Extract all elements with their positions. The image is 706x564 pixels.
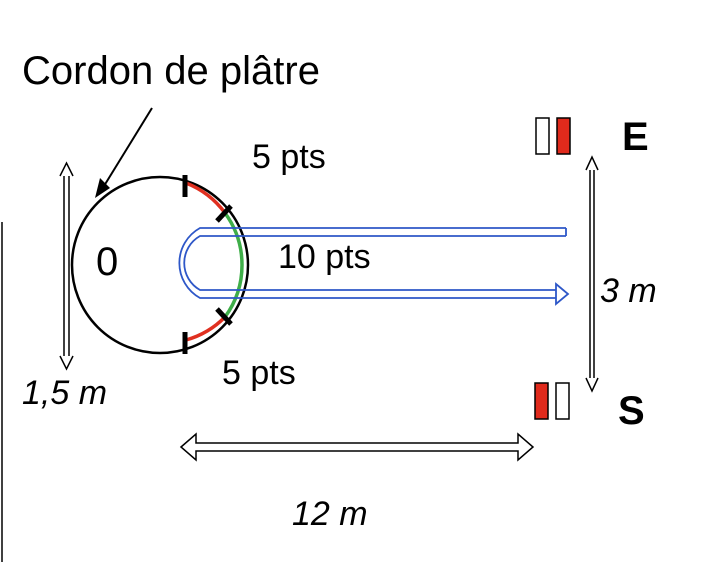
length-dimension-arrow: [179, 432, 535, 462]
pointer-arrowhead: [95, 178, 110, 198]
width-dimension-arrow: [585, 155, 599, 393]
pointer-line: [103, 107, 153, 187]
diameter-label: 1,5 m: [22, 374, 107, 412]
diameter-dimension-arrow: [59, 161, 74, 371]
target-circle: [70, 175, 250, 355]
entry-marker-red: [556, 117, 571, 155]
entry-marker-empty: [535, 117, 550, 155]
score-bottom-label: 5 pts: [222, 354, 296, 392]
entry-label: E: [622, 115, 649, 159]
length-label: 12 m: [292, 495, 368, 533]
entry-markers: [535, 117, 571, 155]
exit-marker-empty: [555, 382, 570, 420]
exit-marker-red: [534, 382, 549, 420]
score-top-label: 5 pts: [252, 138, 326, 176]
red-arc-top: [185, 181, 227, 215]
score-middle-label: 10 pts: [278, 238, 371, 276]
width-label: 3 m: [600, 272, 657, 310]
circle-zero-label: 0: [96, 240, 118, 284]
green-arc-middle: [223, 211, 244, 319]
title-label: Cordon de plâtre: [22, 49, 320, 93]
blue-track: [178, 227, 570, 306]
exit-markers: [534, 382, 570, 420]
circle-tick-marks: [182, 175, 233, 354]
exit-label: S: [618, 389, 645, 433]
